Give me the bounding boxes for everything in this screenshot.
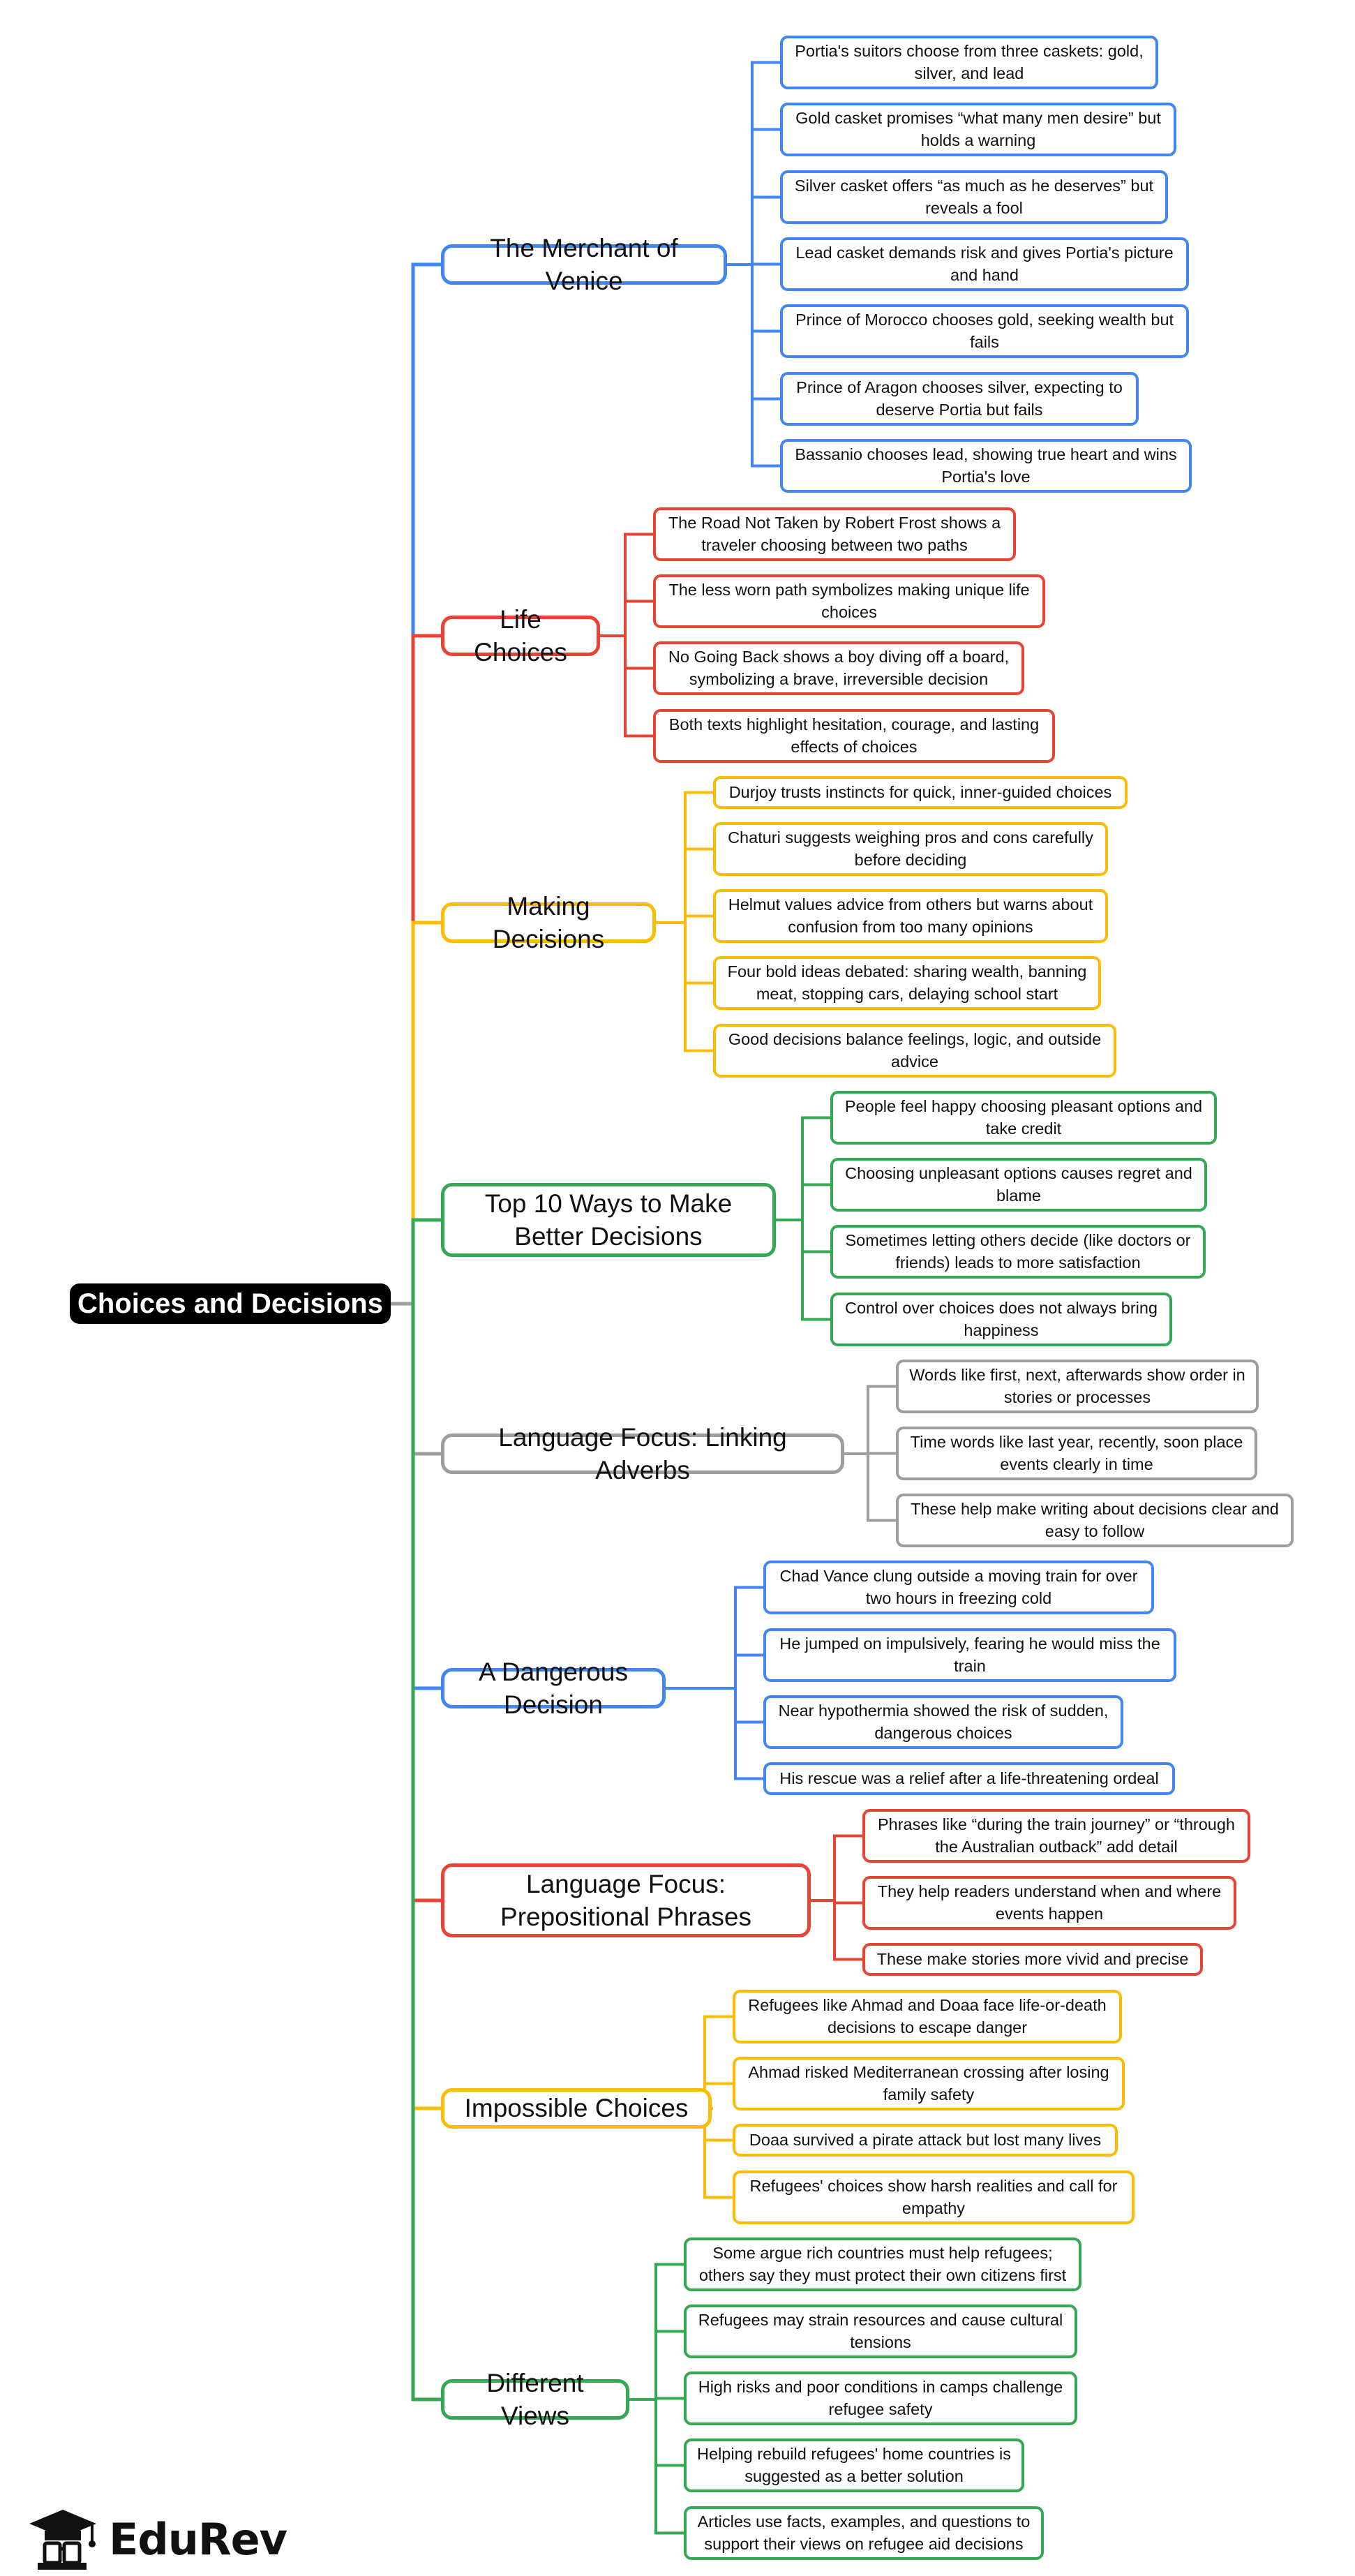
leaf-node: Helmut values advice from others but war…	[713, 889, 1108, 943]
leaf-node: People feel happy choosing pleasant opti…	[830, 1091, 1217, 1145]
topic-making-decisions: Making Decisions	[441, 892, 656, 953]
leaf-node: Sometimes letting others decide (like do…	[830, 1225, 1206, 1279]
topic-different-views: Different Views	[441, 2369, 629, 2430]
leaf-node: Good decisions balance feelings, logic, …	[713, 1024, 1116, 1078]
leaf-node: Prince of Morocco chooses gold, seeking …	[780, 304, 1189, 358]
leaf-node: Lead casket demands risk and gives Porti…	[780, 237, 1189, 291]
leaf-node: Portia's suitors choose from three caske…	[780, 36, 1158, 89]
leaf-node: Refugees' choices show harsh realities a…	[733, 2171, 1135, 2224]
topic-impossible-choices: Impossible Choices	[441, 2088, 712, 2129]
leaf-node: Refugees like Ahmad and Doaa face life-o…	[733, 1990, 1122, 2043]
leaf-node: They help readers understand when and wh…	[862, 1876, 1236, 1930]
leaf-node: Four bold ideas debated: sharing wealth,…	[713, 956, 1101, 1010]
leaf-node: Doaa survived a pirate attack but lost m…	[733, 2124, 1118, 2157]
edurev-logo: EduRev	[24, 2506, 287, 2573]
leaf-node: Gold casket promises “what many men desi…	[780, 103, 1176, 156]
leaf-node: Prince of Aragon chooses silver, expecti…	[780, 372, 1139, 426]
leaf-node: Silver casket offers “as much as he dese…	[780, 170, 1168, 224]
leaf-node: These help make writing about decisions …	[896, 1494, 1294, 1547]
leaf-node: His rescue was a relief after a life-thr…	[763, 1762, 1175, 1795]
topic-top-10-ways: Top 10 Ways to Make Better Decisions	[441, 1183, 776, 1257]
leaf-node: Articles use facts, examples, and questi…	[684, 2506, 1044, 2560]
root-node: Choices and Decisions	[70, 1283, 391, 1324]
leaf-node: High risks and poor conditions in camps …	[684, 2372, 1077, 2425]
graduation-cap-icon	[29, 2510, 96, 2570]
leaf-node: Ahmad risked Mediterranean crossing afte…	[733, 2057, 1125, 2110]
topic-life-choices: Life Choices	[441, 605, 600, 667]
leaf-node: Choosing unpleasant options causes regre…	[830, 1158, 1207, 1212]
topic-a-dangerous-decision: A Dangerous Decision	[441, 1658, 666, 1719]
topic-linking-adverbs: Language Focus: Linking Adverbs	[441, 1423, 844, 1484]
leaf-node: Control over choices does not always bri…	[830, 1293, 1172, 1346]
leaf-node: Chad Vance clung outside a moving train …	[763, 1561, 1154, 1614]
brand-name: EduRev	[109, 2513, 287, 2565]
topic-the-merchant-of-venice: The Merchant of Venice	[441, 234, 727, 295]
leaf-node: These make stories more vivid and precis…	[862, 1943, 1203, 1976]
topic-prepositional-phrases: Language Focus: Prepositional Phrases	[441, 1863, 811, 1937]
leaf-node: Refugees may strain resources and cause …	[684, 2305, 1077, 2358]
leaf-node: Phrases like “during the train journey” …	[862, 1809, 1250, 1863]
leaf-node: Time words like last year, recently, soo…	[896, 1427, 1257, 1480]
leaf-node: He jumped on impulsively, fearing he wou…	[763, 1628, 1176, 1682]
leaf-node: Words like first, next, afterwards show …	[896, 1360, 1259, 1413]
leaf-node: Durjoy trusts instincts for quick, inner…	[713, 776, 1128, 809]
leaf-node: No Going Back shows a boy diving off a b…	[653, 641, 1024, 695]
leaf-node: Both texts highlight hesitation, courage…	[653, 709, 1055, 763]
leaf-node: Helping rebuild refugees' home countries…	[684, 2439, 1024, 2492]
leaf-node: The less worn path symbolizes making uni…	[653, 574, 1045, 628]
leaf-node: The Road Not Taken by Robert Frost shows…	[653, 507, 1016, 561]
leaf-node: Chaturi suggests weighing pros and cons …	[713, 822, 1108, 876]
leaf-node: Near hypothermia showed the risk of sudd…	[763, 1695, 1123, 1749]
leaf-node: Some argue rich countries must help refu…	[684, 2238, 1081, 2291]
leaf-node: Bassanio chooses lead, showing true hear…	[780, 439, 1192, 493]
